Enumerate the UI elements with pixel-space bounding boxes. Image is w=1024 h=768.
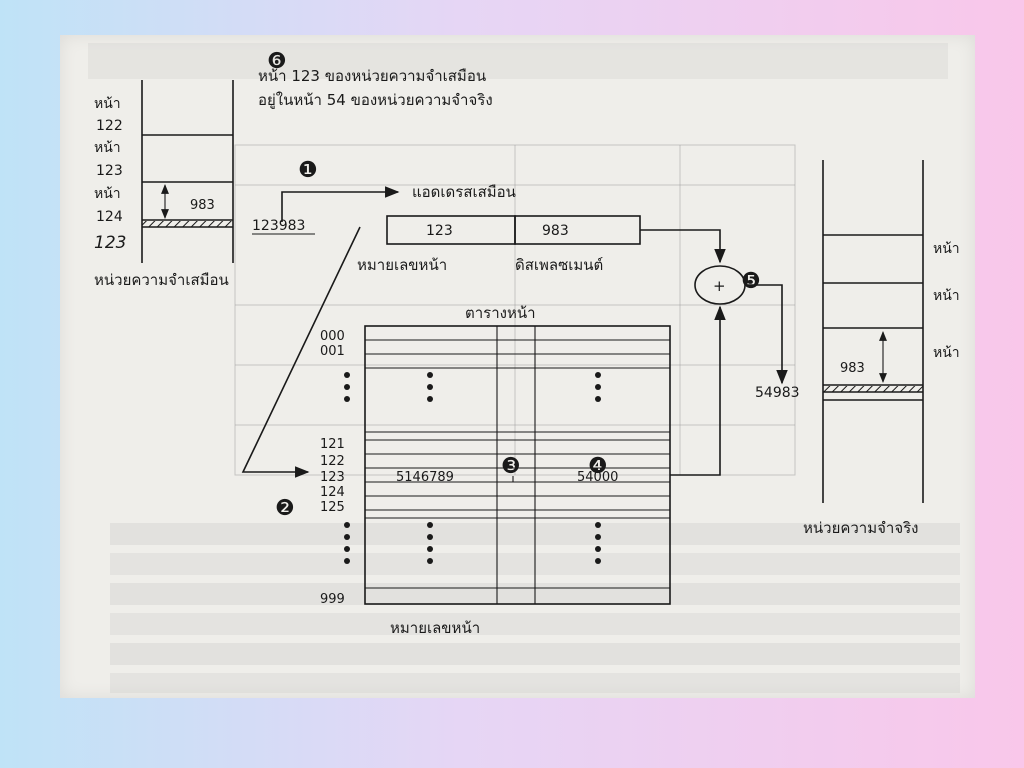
virtual-address-value: 123983 [252,218,305,234]
virtual-memory-column [141,80,234,263]
row-label-124: 124 [320,485,345,500]
rm-label-page-a: หน้า [933,241,960,257]
page-number-part: 123 [426,223,453,239]
vm-label-122: 122 [96,118,123,134]
offset-part: 983 [542,223,569,239]
vm-offset-value: 983 [190,198,215,213]
marker-1: ❶ [298,158,318,183]
physical-address-value: 54983 [755,385,800,401]
row-label-001: 001 [320,344,345,359]
offset-box [514,215,641,245]
offset-label: ดิสเพลซเมนต์ [515,256,603,274]
title-line-1: หน้า 123 ของหน่วยความจำเสมือน [258,67,486,85]
rm-caption: หน่วยความจำจริง [803,519,919,537]
row-label-125: 125 [320,500,345,515]
textbook-page-scan: ❻ หน้า 123 ของหน่วยความจำเสมือน อยู่ในหน… [60,35,975,698]
rm-label-page-c: หน้า [933,345,960,361]
marker-6: ❻ [267,49,287,74]
vm-label-124: 124 [96,209,123,225]
page-number-label: หมายเลขหน้า [357,256,447,274]
marker-4: ❹ [588,454,608,479]
page-table [364,325,671,605]
virtual-offset-hatch [142,221,233,227]
page-table-ellipsis-dots [344,372,601,564]
vm-label-123: 123 [96,163,123,179]
marker-2: ❷ [275,496,295,521]
marker-5: ❺ [741,269,761,294]
vm-label-page-b: หน้า [94,140,121,156]
adder-symbol: + [713,277,726,295]
page-table-entry-col4: 54000 [577,470,618,485]
marker-3: ❸ [501,454,521,479]
virtual-memory-paging-diagram: ❻ หน้า 123 ของหน่วยความจำเสมือน อยู่ในหน… [88,43,960,693]
rm-label-page-b: หน้า [933,288,960,304]
rm-offset-value: 983 [840,361,865,376]
vm-label-page-a: หน้า [94,96,121,112]
row-label-121: 121 [320,437,345,452]
row-label-123: 123 [320,470,345,485]
vm-label-123-handwritten: 123 [94,233,126,253]
row-label-000: 000 [320,329,345,344]
virtual-address-label: แอดเดรสเสมือน [412,183,516,201]
row-label-122: 122 [320,454,345,469]
vm-label-page-c: หน้า [94,186,121,202]
vm-caption: หน่วยความจำเสมือน [94,271,229,289]
page-table-entry-col2: 5146789 [396,470,454,485]
page-table-title: ตารางหน้า [465,304,536,322]
real-memory-column [822,160,924,503]
page-table-bottom-label: หมายเลขหน้า [390,619,480,637]
row-label-999: 999 [320,592,345,607]
real-offset-hatch [823,386,923,392]
title-line-2: อยู่ในหน้า 54 ของหน่วยความจำจริง [258,91,493,109]
